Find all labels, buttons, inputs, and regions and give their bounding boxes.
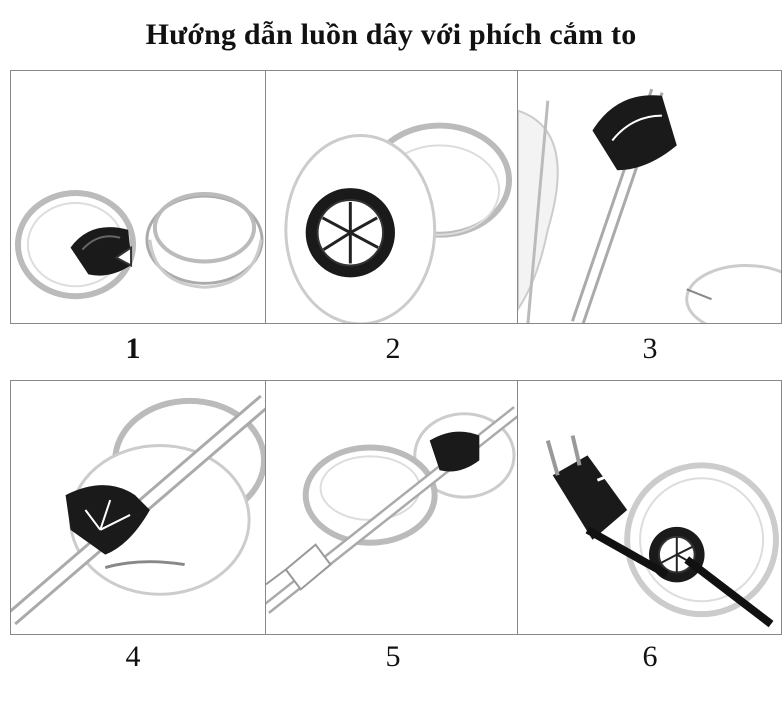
grommet-cap-icon bbox=[65, 485, 150, 555]
step-number-2: 2 bbox=[385, 332, 401, 365]
grommet-cap-icon bbox=[70, 227, 133, 276]
step-number-6: 6 bbox=[642, 640, 658, 673]
step-number-3: 3 bbox=[642, 332, 658, 365]
step-number-5: 5 bbox=[385, 640, 401, 673]
step-1-illustration bbox=[10, 70, 266, 324]
step-4-illustration bbox=[10, 380, 266, 635]
step-6-illustration bbox=[517, 380, 782, 635]
step-3-illustration bbox=[517, 70, 782, 324]
step-number-4: 4 bbox=[125, 640, 141, 673]
step-5-illustration bbox=[265, 380, 518, 635]
plug-icon bbox=[552, 455, 628, 540]
page-title: Hướng dẫn luồn dây với phích cắm to bbox=[145, 18, 637, 51]
step-number-1: 1 bbox=[125, 332, 141, 365]
step-2-illustration bbox=[265, 70, 518, 324]
